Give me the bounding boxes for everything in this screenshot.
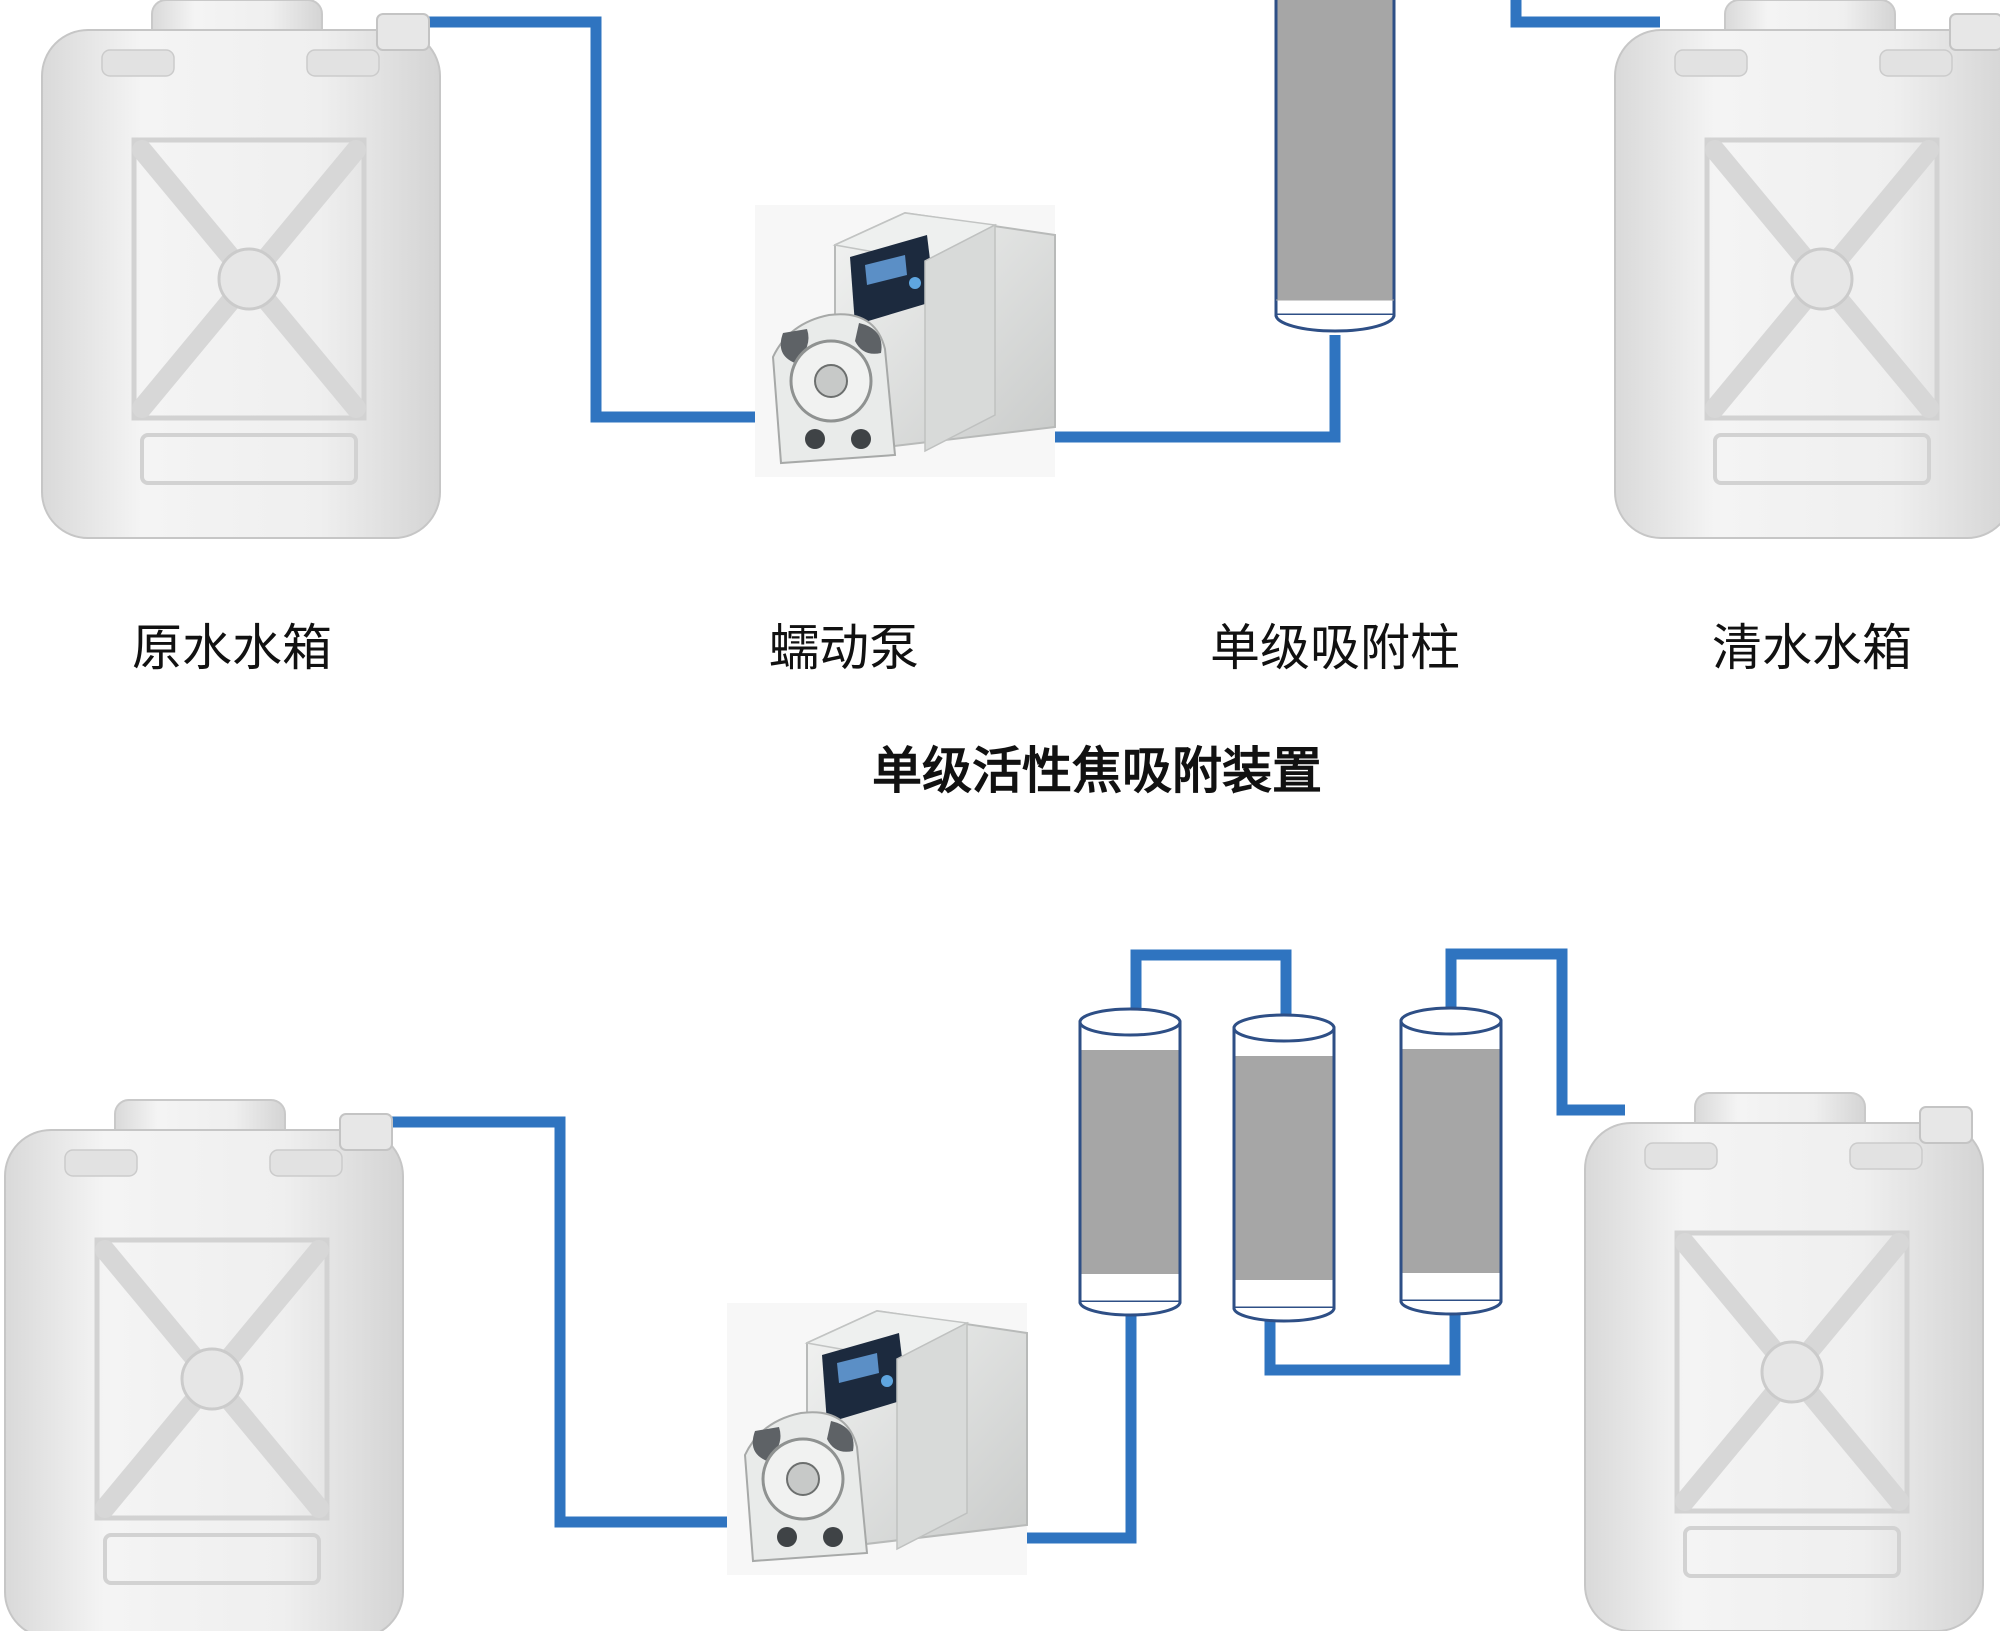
label-raw-water-tank: 原水水箱 bbox=[132, 619, 332, 677]
peristaltic-pump-icon-2 bbox=[725, 1301, 1029, 1577]
pipe-raw-to-pump bbox=[402, 16, 797, 423]
pipe-column2-to-column3 bbox=[1264, 1305, 1461, 1376]
adsorption-column-2-icon bbox=[1232, 1013, 1336, 1323]
label-peristaltic-pump: 蠕动泵 bbox=[769, 619, 919, 677]
adsorption-column-3-icon bbox=[1399, 1006, 1503, 1316]
clean-water-tank-icon bbox=[1615, 0, 2000, 538]
single-adsorption-column-icon bbox=[1274, 0, 1396, 333]
clean-water-tank-icon-2 bbox=[1585, 1093, 1983, 1631]
raw-water-tank-icon-2 bbox=[5, 1100, 403, 1631]
label-clean-water-tank: 清水水箱 bbox=[1712, 619, 1912, 677]
raw-water-tank-icon bbox=[42, 0, 440, 538]
adsorption-column-1-icon bbox=[1078, 1007, 1182, 1317]
label-adsorption-column: 单级吸附柱 bbox=[1210, 619, 1460, 677]
pipe-column1-to-column2 bbox=[1130, 949, 1292, 1022]
pipe-column-to-clean bbox=[1510, 0, 1660, 28]
diagram-title: 单级活性焦吸附装置 bbox=[872, 742, 1322, 800]
peristaltic-pump-icon bbox=[753, 203, 1057, 479]
pipe-raw-to-pump-2 bbox=[366, 1116, 760, 1528]
single-stage-setup: 原水水箱 蠕动泵 单级吸附柱 清水水箱 单级活性焦吸附装置 bbox=[42, 0, 2000, 800]
pipe-column3-to-clean bbox=[1445, 948, 1625, 1116]
multi-stage-setup bbox=[5, 948, 1983, 1631]
